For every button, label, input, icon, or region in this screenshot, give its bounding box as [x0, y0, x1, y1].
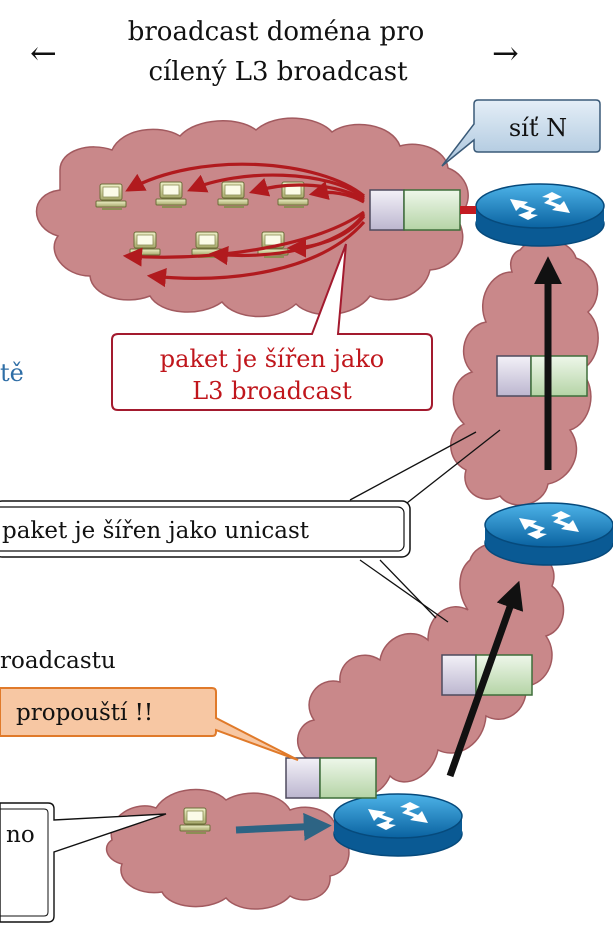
header-line2: cílený L3 broadcast	[148, 57, 408, 87]
router-icon	[333, 793, 463, 857]
packet-icon	[285, 757, 377, 799]
packet-icon	[369, 189, 461, 231]
text-fragment-broadcastu: roadcastu	[0, 648, 116, 674]
bottom-callout-text: no	[6, 822, 35, 848]
packet-link	[460, 206, 476, 214]
pc-icon	[95, 183, 127, 211]
broadcast-arrows	[122, 162, 366, 288]
l3-broadcast-callout: paket je šířen jako L3 broadcast	[111, 243, 433, 411]
network-name-text: síť N	[509, 114, 567, 142]
packet-icon	[496, 355, 588, 397]
text-fragment-left: tě	[0, 359, 24, 387]
passes-callout: propouští !!	[0, 687, 299, 761]
l3-broadcast-line2: L3 broadcast	[192, 377, 352, 405]
unicast-callout: paket je šířen jako unicast	[0, 429, 501, 623]
network-name-callout: síť N	[441, 99, 601, 167]
bottom-cloud	[105, 788, 350, 910]
top-cloud	[35, 117, 469, 318]
l3-broadcast-line1: paket je šířen jako	[160, 345, 384, 373]
arrow-right-icon: →	[492, 34, 519, 72]
passes-text: propouští !!	[16, 700, 153, 726]
pc-icon	[217, 181, 249, 209]
pc-icon	[155, 181, 187, 209]
unicast-arrows	[446, 256, 562, 778]
unicast-text: paket je šířen jako unicast	[2, 518, 310, 544]
router-icon	[484, 502, 613, 566]
pc-icon	[179, 807, 211, 835]
source-arrow	[235, 812, 332, 841]
router-icon	[475, 183, 605, 247]
arrow-left-icon: ←	[30, 34, 57, 72]
pc-icon	[129, 231, 161, 259]
bottom-callout: no	[0, 802, 167, 923]
header-line1: broadcast doména pro	[128, 17, 425, 47]
